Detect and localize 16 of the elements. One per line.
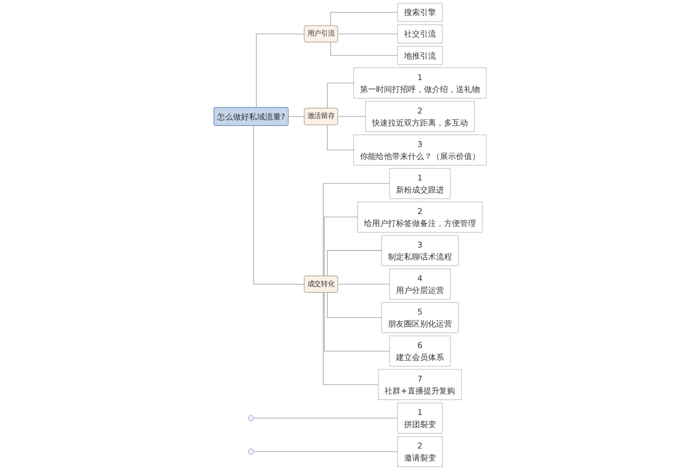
connector — [253, 126, 305, 285]
connector — [322, 292, 379, 385]
connector — [322, 183, 390, 276]
connector — [338, 284, 390, 285]
connector — [327, 82, 354, 109]
connector — [330, 12, 398, 26]
connector — [256, 34, 305, 108]
connector — [324, 292, 390, 352]
connector — [327, 124, 354, 150]
connector — [330, 42, 398, 56]
connector — [327, 292, 382, 318]
connector — [327, 250, 382, 276]
connector — [254, 451, 398, 452]
connector — [338, 116, 366, 117]
connector — [288, 116, 305, 117]
connector — [324, 216, 358, 276]
